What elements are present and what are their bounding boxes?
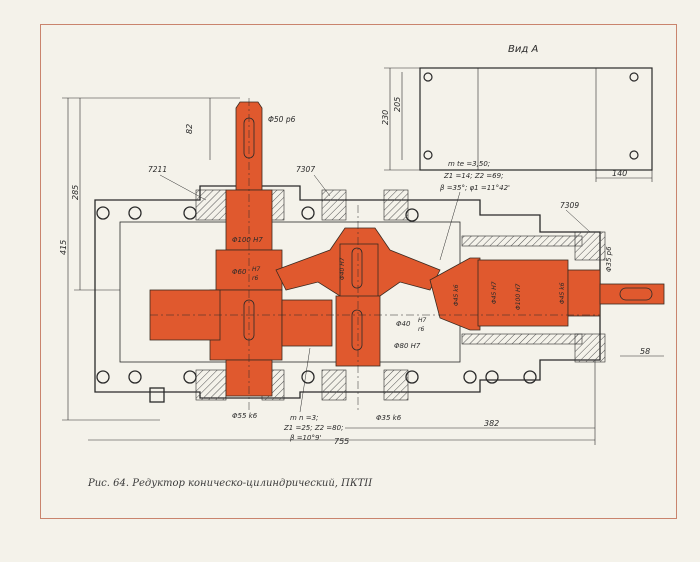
spur-param-line3: β =10°9' [290, 434, 321, 442]
dim-58: 58 [640, 347, 650, 356]
spur-param-line1: m n =3; [290, 414, 318, 422]
dim-382: 382 [484, 419, 499, 428]
fit-45h7: Φ45 H7 [491, 281, 498, 304]
bolt-hole [629, 72, 639, 82]
bevel-param-line2: Z1 =14; Z2 =69; [443, 172, 503, 180]
dim-230: 230 [381, 110, 390, 125]
fit-45k6: Φ45 k6 [453, 284, 460, 306]
part-7307: 7307 [296, 165, 315, 174]
part-7309: 7309 [560, 201, 579, 210]
dim-415: 415 [59, 240, 68, 255]
dim-285: 285 [71, 185, 80, 200]
bevel-param-line3: β =35°; φ1 =11°42' [440, 184, 510, 192]
gear-hub-lower [209, 289, 283, 361]
fit-40h7: Φ40 H7 [339, 257, 346, 280]
part-7211: 7211 [148, 165, 167, 174]
view-a-label: Вид А [508, 44, 538, 55]
spur-gear-body [281, 299, 333, 347]
view-a [384, 67, 653, 182]
view-a-label-group: Вид А [508, 44, 538, 55]
fit-100h7-right: Φ100 H7 [515, 283, 522, 310]
drawing-frame [40, 24, 677, 519]
fit-35p6: Φ35 p6 [605, 246, 613, 272]
view-a-outline [419, 67, 653, 171]
output-shaft-end [599, 283, 665, 305]
part-details [150, 98, 653, 410]
fit-60-bottom: r6 [252, 275, 258, 282]
spur-param-line2: Z1 =25; Z2 =80; [283, 424, 343, 432]
bevel-param-line1: m te =3,50; [448, 160, 490, 168]
leader-lines [159, 174, 591, 413]
highlighted-parts [149, 101, 665, 397]
fit-50p6: Φ50 p6 [268, 115, 296, 124]
fit-45k6-right: Φ45 k6 [559, 282, 566, 304]
fit-55k6: Φ55 k6 [232, 412, 258, 420]
fit-80h7: Φ80 H7 [394, 342, 421, 350]
fit-40-bottom: r6 [418, 326, 424, 333]
fit-40-top: H7 [418, 317, 427, 324]
figure-caption: Рис. 64. Редуктор коническо-цилиндрическ… [88, 478, 373, 489]
dim-755: 755 [334, 437, 349, 446]
left-dimension-lines [62, 97, 664, 445]
fit-40: Φ40 [396, 320, 411, 328]
dim-140: 140 [612, 169, 627, 178]
dim-82: 82 [185, 124, 194, 134]
bolt-hole [629, 150, 639, 160]
bolt-hole [423, 72, 433, 82]
fit-60: Φ60 [232, 268, 247, 276]
bevel-gear-hub [339, 243, 379, 301]
fit-35k6: Φ35 k6 [376, 414, 402, 422]
dim-205: 205 [393, 97, 402, 112]
fit-60-top: H7 [252, 266, 261, 273]
output-shaft-bearing [567, 269, 601, 317]
pinion [429, 257, 481, 331]
bolt-hole [423, 150, 433, 160]
fit-100h7-top: Φ100 H7 [232, 236, 263, 244]
